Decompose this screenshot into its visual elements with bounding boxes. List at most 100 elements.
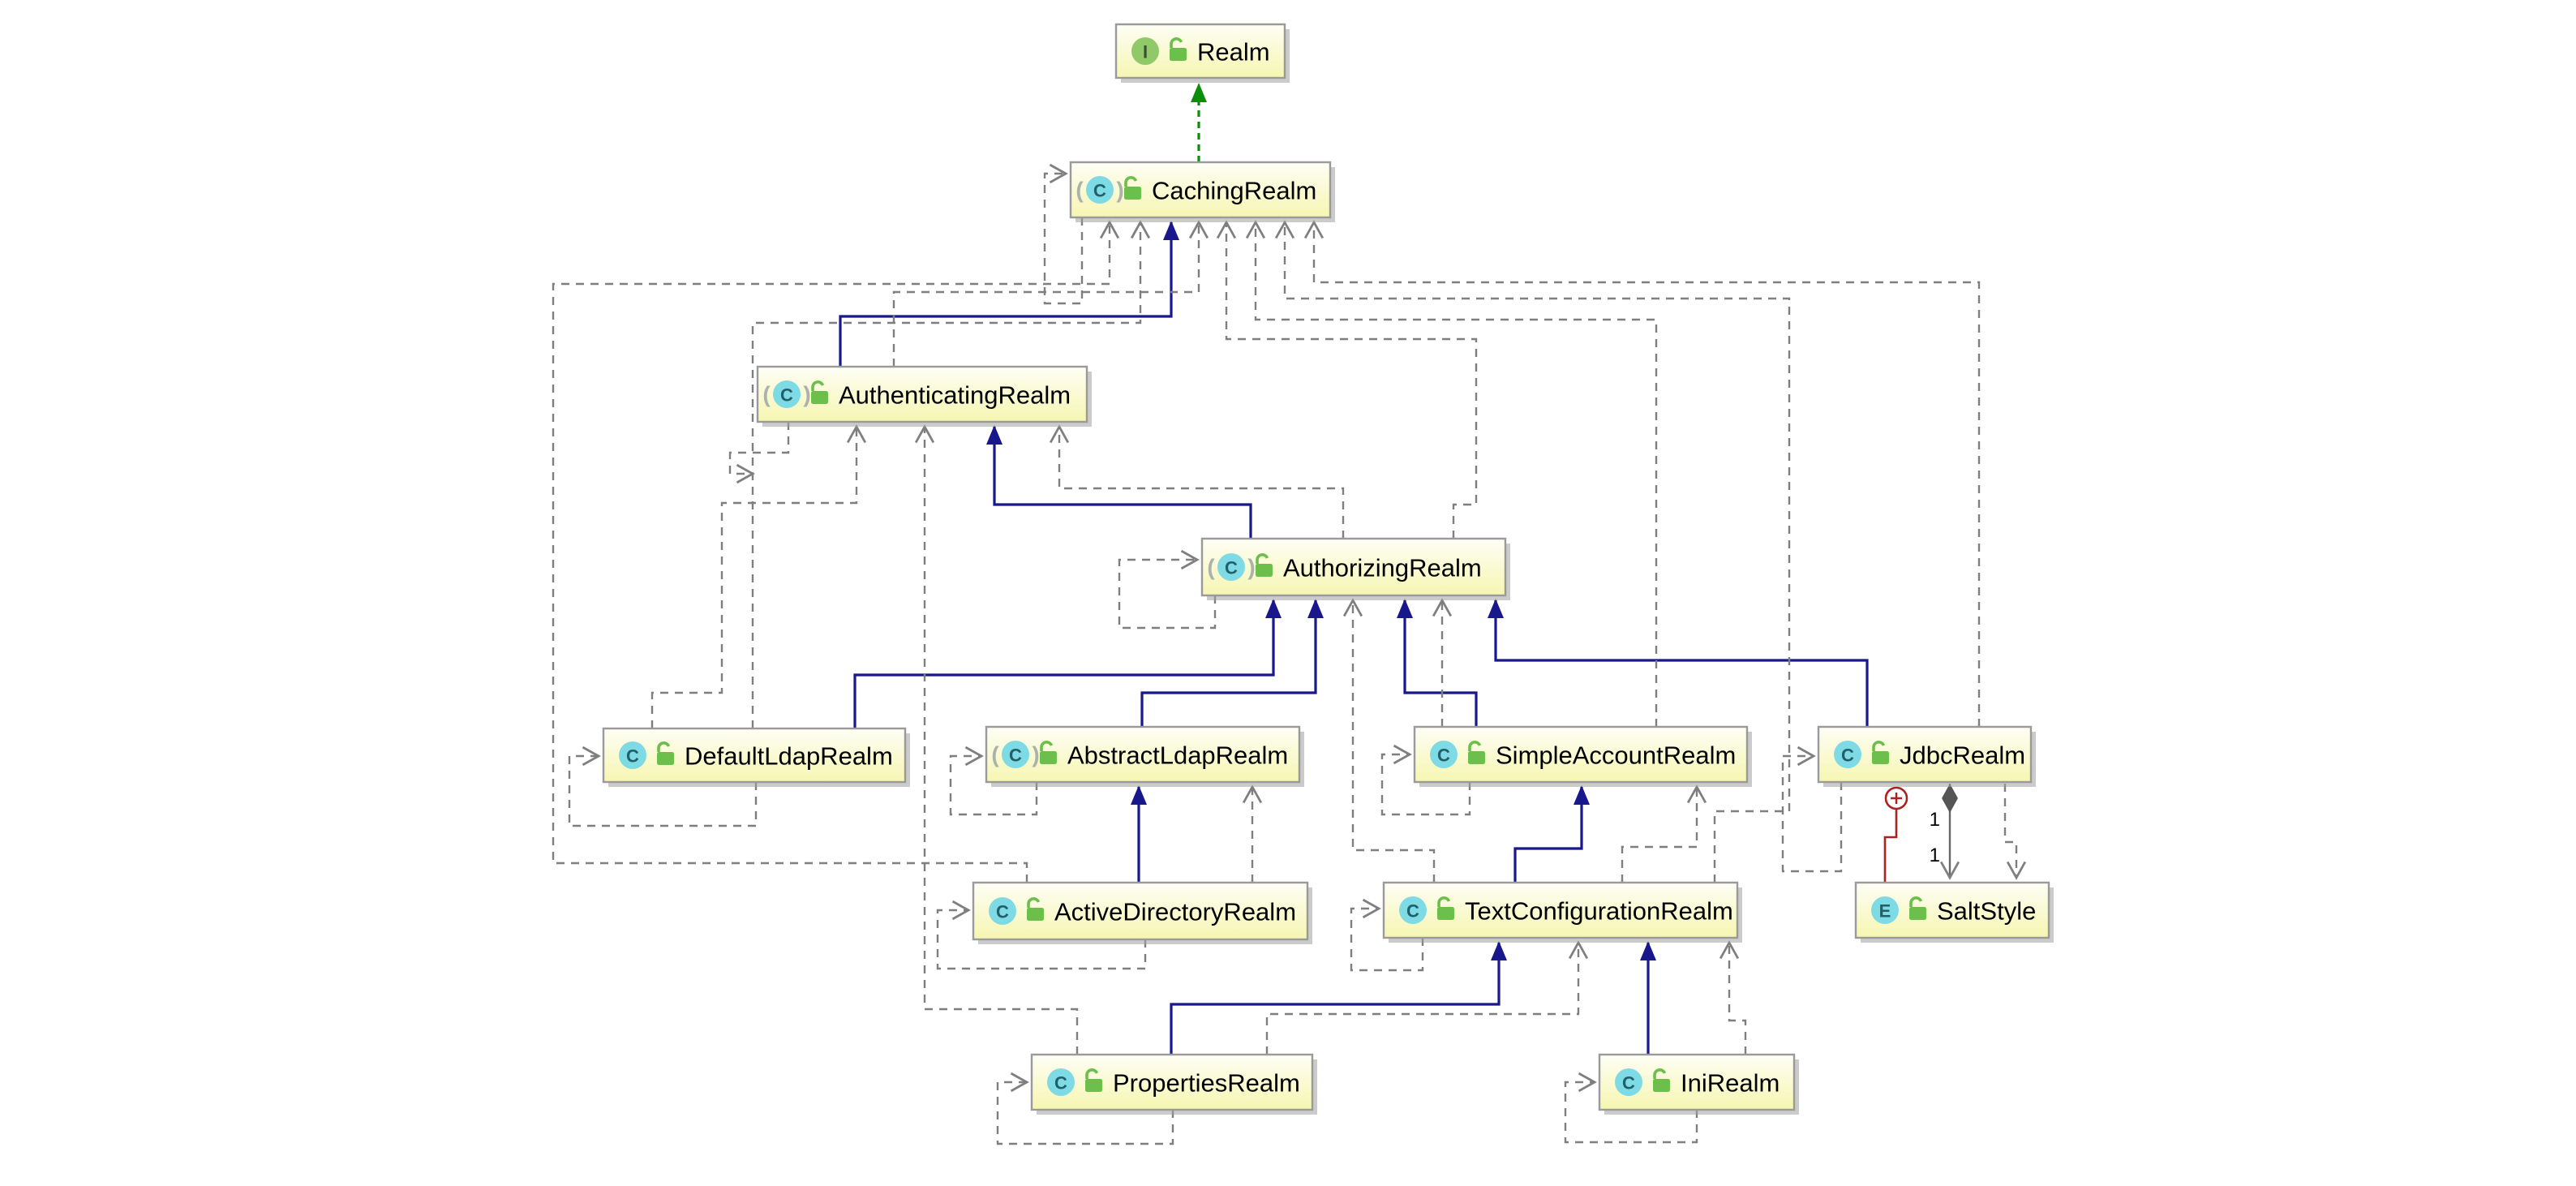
svg-text:C: C bbox=[1622, 1073, 1635, 1094]
svg-text:C: C bbox=[1841, 746, 1854, 766]
edge-self-cachingrealm-cachingrealm bbox=[1043, 163, 1084, 305]
svg-text:): ) bbox=[1116, 178, 1123, 203]
lock-open-icon bbox=[1085, 1068, 1102, 1092]
svg-text:C: C bbox=[1437, 746, 1450, 766]
inner-class-badge-icon bbox=[1884, 786, 1908, 810]
edge-self-textconfigurationrealm-textconfigurationrealm bbox=[1350, 898, 1424, 972]
node-box bbox=[1200, 537, 1507, 597]
class-node-cachingrealm[interactable]: () C CachingRealm bbox=[1069, 161, 1335, 222]
edge-self-authorizingrealm-authorizingrealm bbox=[1118, 549, 1217, 630]
edge-extends-defaultldaprealm-authorizingrealm bbox=[853, 599, 1282, 728]
class-icon: C bbox=[1615, 1068, 1642, 1096]
lock-open-icon bbox=[1437, 896, 1454, 920]
edge-dependency-propertiesrealm-authenticatingrealm bbox=[914, 424, 1079, 1055]
multiplicity-label: 1 bbox=[1930, 809, 1940, 831]
class-node-jdbcrealm[interactable]: C JdbcRealm bbox=[1817, 725, 2036, 787]
edge-dependency-activedirectoryrealm-cachingrealm bbox=[552, 220, 1120, 883]
class-icon: C bbox=[1430, 741, 1458, 768]
edge-extends-authorizingrealm-authenticatingrealm bbox=[986, 425, 1252, 539]
svg-text:C: C bbox=[626, 746, 639, 767]
node-box bbox=[1413, 725, 1749, 784]
class-node-realm[interactable]: I Realm bbox=[1114, 23, 1290, 83]
svg-text:): ) bbox=[803, 382, 810, 407]
edge-self-simpleaccountrealm-simpleaccountrealm bbox=[1380, 744, 1471, 816]
svg-text:C: C bbox=[1009, 746, 1022, 766]
class-node-simpleaccountrealm[interactable]: C SimpleAccountRealm bbox=[1413, 725, 1752, 787]
edge-dependency-jdbcrealm-cachingrealm bbox=[1303, 220, 1981, 727]
lock-open-icon bbox=[657, 741, 674, 765]
edge-innerclass-jdbcrealm-saltstyle bbox=[1883, 786, 1908, 883]
class-label: JdbcRealm bbox=[1900, 741, 2025, 770]
class-node-textconfigurationrealm[interactable]: C TextConfigurationRealm bbox=[1382, 881, 1742, 943]
edge-dependency-textconfigurationrealm-simpleaccountrealm bbox=[1621, 784, 1707, 883]
edge-self-authenticatingrealm-authenticatingrealm bbox=[728, 422, 790, 484]
class-label: Realm bbox=[1197, 38, 1270, 67]
svg-text:(: ( bbox=[762, 382, 771, 407]
lock-open-icon bbox=[1256, 553, 1273, 577]
lock-open-icon bbox=[1124, 176, 1141, 200]
enum-icon: E bbox=[1871, 896, 1899, 924]
abstract-class-icon: () C bbox=[762, 380, 811, 408]
edge-self-activedirectoryrealm-activedirectoryrealm bbox=[936, 900, 1147, 970]
svg-text:): ) bbox=[1032, 742, 1039, 767]
class-label: AbstractLdapRealm bbox=[1067, 741, 1288, 770]
svg-text:(: ( bbox=[991, 742, 999, 767]
edge-dependency-defaultldaprealm-authenticatingrealm bbox=[650, 424, 867, 728]
svg-text:C: C bbox=[780, 385, 793, 406]
edge-dependency-authenticatingrealm-cachingrealm bbox=[892, 220, 1209, 367]
class-icon: C bbox=[1399, 896, 1427, 924]
edge-dependency-textconfigurationrealm-authorizingrealm bbox=[1342, 598, 1436, 883]
edge-extends-abstractldaprealm-authorizingrealm bbox=[1140, 599, 1324, 727]
edge-dependency-jdbcrealm-saltstyle bbox=[2003, 784, 2027, 880]
class-label: CachingRealm bbox=[1152, 177, 1316, 205]
lock-open-icon bbox=[1872, 741, 1889, 764]
edge-dependency-propertiesrealm-textconfigurationrealm bbox=[1265, 940, 1589, 1055]
multiplicity-label: 1 bbox=[1930, 844, 1940, 866]
lock-open-icon bbox=[1653, 1068, 1670, 1092]
class-node-abstractldaprealm[interactable]: () C AbstractLdapRealm bbox=[985, 725, 1304, 787]
lock-open-icon bbox=[1040, 741, 1057, 764]
edge-layer: 11 bbox=[552, 83, 2027, 1145]
lock-open-icon bbox=[811, 380, 828, 404]
class-label: ActiveDirectoryRealm bbox=[1054, 898, 1296, 926]
lock-open-icon bbox=[1468, 741, 1485, 764]
edge-extends-textconfigurationrealm-simpleaccountrealm bbox=[1513, 785, 1590, 883]
edge-self-abstractldaprealm-abstractldaprealm bbox=[949, 746, 1038, 816]
edge-extends-authenticatingrealm-cachingrealm bbox=[839, 221, 1179, 367]
edge-dependency-authorizingrealm-cachingrealm bbox=[1216, 220, 1478, 539]
edge-aggregation-jdbcrealm-saltstyle: 11 bbox=[1930, 784, 1960, 880]
class-node-saltstyle[interactable]: E SaltStyle bbox=[1854, 881, 2054, 943]
class-label: TextConfigurationRealm bbox=[1465, 897, 1733, 926]
edge-self-inirealm-inirealm bbox=[1564, 1072, 1698, 1144]
class-node-propertiesrealm[interactable]: C PropertiesRealm bbox=[1030, 1053, 1317, 1115]
edge-dependency-defaultldaprealm-cachingrealm bbox=[751, 220, 1151, 728]
edge-self-jdbcrealm-jdbcrealm bbox=[1781, 746, 1843, 873]
svg-text:C: C bbox=[1054, 1073, 1067, 1094]
edge-self-defaultldaprealm-defaultldaprealm bbox=[568, 746, 758, 827]
svg-text:E: E bbox=[1879, 901, 1891, 922]
svg-text:C: C bbox=[1093, 181, 1106, 201]
node-box bbox=[985, 725, 1301, 784]
class-label: SaltStyle bbox=[1937, 897, 2036, 926]
node-box bbox=[602, 727, 907, 784]
svg-text:C: C bbox=[996, 902, 1009, 922]
class-label: PropertiesRealm bbox=[1113, 1069, 1300, 1098]
svg-text:I: I bbox=[1143, 42, 1148, 62]
edge-extends-propertiesrealm-textconfigurationrealm bbox=[1170, 941, 1507, 1055]
edge-dependency-textconfigurationrealm-cachingrealm bbox=[1274, 220, 1791, 883]
class-node-activedirectoryrealm[interactable]: C ActiveDirectoryRealm bbox=[972, 881, 1312, 944]
lock-open-icon bbox=[1170, 37, 1187, 61]
class-icon: C bbox=[1047, 1068, 1075, 1096]
class-label: SimpleAccountRealm bbox=[1496, 741, 1736, 770]
abstract-class-icon: () C bbox=[1075, 176, 1124, 204]
svg-text:): ) bbox=[1247, 555, 1255, 580]
svg-text:(: ( bbox=[1075, 178, 1084, 203]
node-box bbox=[1069, 161, 1332, 219]
svg-text:C: C bbox=[1406, 901, 1419, 922]
abstract-class-icon: ()C bbox=[1207, 553, 1256, 581]
